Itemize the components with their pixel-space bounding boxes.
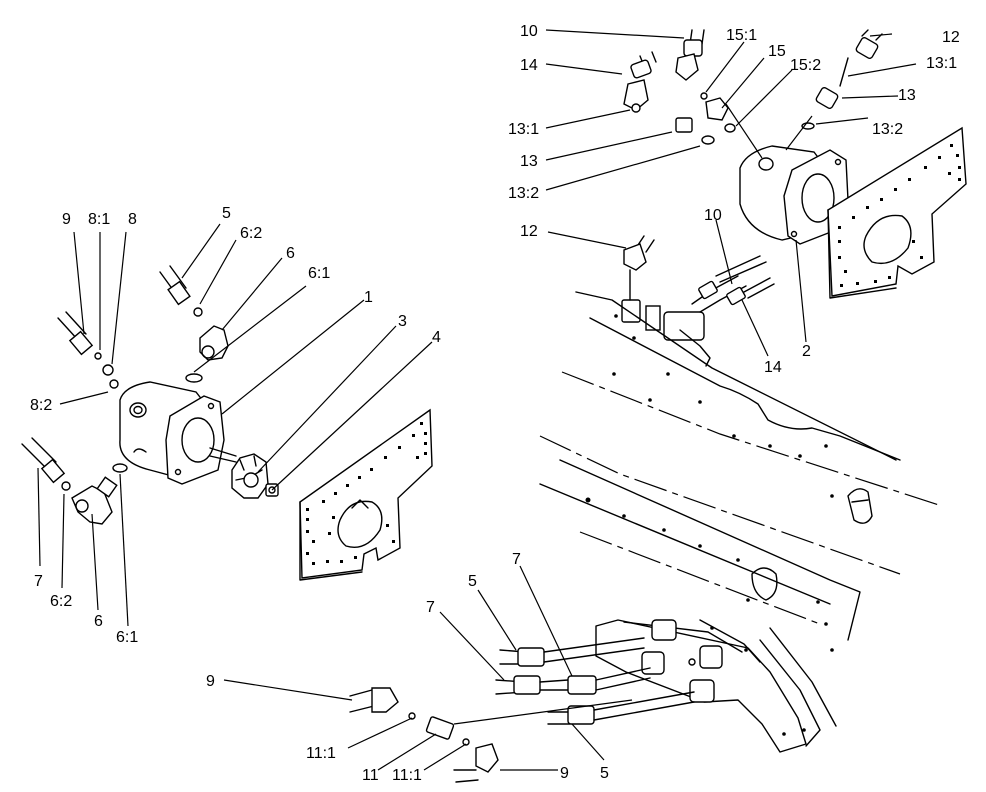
callout-6-1: 6:1 — [308, 265, 330, 282]
callout-13-1: 13:1 — [508, 121, 539, 138]
callout-1: 1 — [364, 289, 373, 306]
callout-7: 7 — [426, 599, 435, 616]
callout-6-2: 6:2 — [240, 225, 262, 242]
callout-10: 10 — [520, 23, 538, 40]
callout-15: 15 — [768, 43, 786, 60]
frame-rail-lower — [539, 459, 861, 652]
callout-5: 5 — [222, 205, 231, 222]
callout-13: 13 — [898, 87, 916, 104]
callout-7: 7 — [34, 573, 43, 590]
callout-9: 9 — [206, 673, 215, 690]
callout-13-1: 13:1 — [926, 55, 957, 72]
callout-15-2: 15:2 — [790, 57, 821, 74]
left-motor-assembly — [119, 381, 237, 485]
bottom-hoses — [349, 637, 695, 783]
frame-rail-upper — [539, 291, 943, 575]
callout-8-1: 8:1 — [88, 211, 110, 228]
callout-5: 5 — [600, 765, 609, 782]
callout-9: 9 — [62, 211, 71, 228]
right-motor-assembly — [739, 145, 849, 245]
callout-13: 13 — [520, 153, 538, 170]
callout-2: 2 — [802, 343, 811, 360]
right-bracket-plate — [827, 126, 967, 299]
bottom-valve-block — [595, 619, 837, 753]
callout-5: 5 — [468, 573, 477, 590]
callout-6-2: 6:2 — [50, 593, 72, 610]
callout-15-1: 15:1 — [726, 27, 757, 44]
callout-8-2: 8:2 — [30, 397, 52, 414]
callout-14: 14 — [764, 359, 782, 376]
callout-13-2: 13:2 — [872, 121, 903, 138]
callout-6: 6 — [94, 613, 103, 630]
callout-6: 6 — [286, 245, 295, 262]
callout-9: 9 — [560, 765, 569, 782]
callout-11-1: 11:1 — [392, 767, 422, 784]
callout-12: 12 — [942, 29, 960, 46]
callout-3: 3 — [398, 313, 407, 330]
callout-7: 7 — [512, 551, 521, 568]
callout-14: 14 — [520, 57, 538, 74]
callout-8: 8 — [128, 211, 137, 228]
callout-12: 12 — [520, 223, 538, 240]
callout-11-1: 11:1 — [306, 745, 336, 762]
coupler — [231, 453, 269, 499]
callout-10: 10 — [704, 207, 722, 224]
callout-4: 4 — [432, 329, 441, 346]
right-top-hose-fittings — [623, 29, 883, 159]
callout-13-2: 13:2 — [508, 185, 539, 202]
left-bracket-plate — [299, 408, 433, 581]
valve-manifold — [621, 235, 775, 367]
callout-11: 11 — [362, 767, 379, 784]
callout-labels: 9 8:1 8 8:2 5 6:2 6 6:1 1 3 4 7 6:2 6 6:… — [30, 23, 960, 784]
leader-lines — [37, 29, 917, 771]
callout-6-1: 6:1 — [116, 629, 138, 646]
